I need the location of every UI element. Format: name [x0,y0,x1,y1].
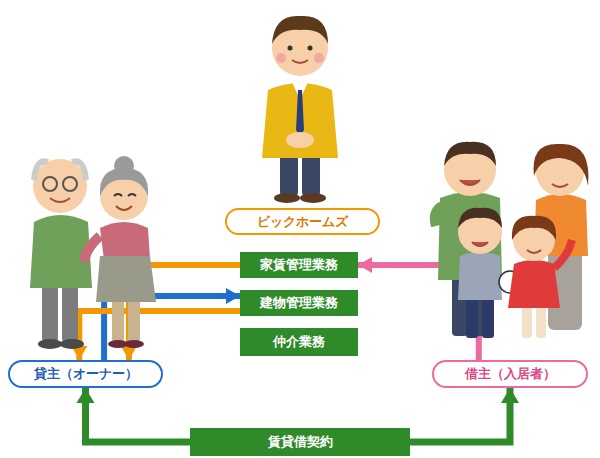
node-label: 賃貸借契約 [268,434,333,450]
node-label: 仲介業務 [273,334,325,350]
node-label: 借主（入居者） [465,366,556,382]
tenant-pill: 借主（入居者） [432,360,588,388]
owner-pill: 貸主（オーナー） [8,360,163,388]
contract-bar: 賃貸借契約 [190,428,410,456]
node-label: 家賃管理業務 [260,257,338,273]
service-box: 仲介業務 [240,328,358,356]
node-label: 建物管理業務 [260,295,338,311]
flow-arrow [79,311,240,360]
service-box: 建物管理業務 [240,290,358,316]
service-box: 家賃管理業務 [240,252,358,278]
node-label: ビックホームズ [257,214,348,230]
tenant-family-figure [435,142,589,338]
manager-figure [262,16,338,203]
flow-arrow [410,388,510,442]
node-label: 貸主（オーナー） [34,366,138,382]
flow-arrow [86,388,191,442]
flow-arrow [104,296,240,360]
owner-couple-figure [30,156,156,349]
company-pill: ビックホームズ [225,208,380,235]
